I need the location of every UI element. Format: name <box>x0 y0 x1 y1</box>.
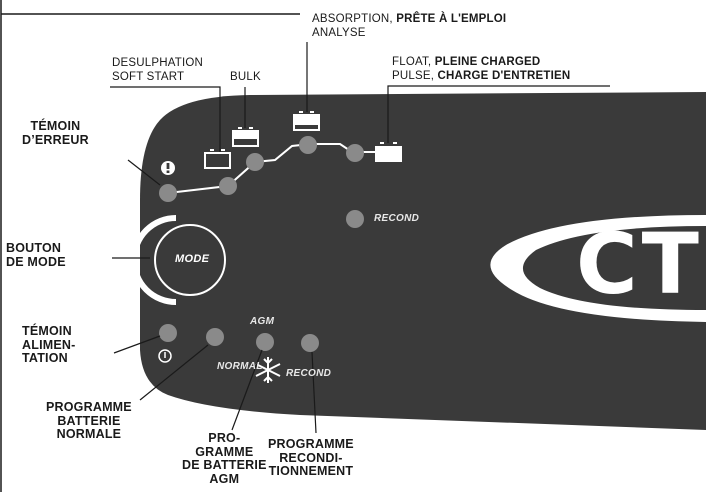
led-desulphation <box>219 177 237 195</box>
prog-recond-line-2: RECONDI- <box>279 450 343 465</box>
leader-error <box>127 159 161 186</box>
float-prefix: FLOAT, <box>392 56 435 68</box>
float-bold: PLEINE CHARGED <box>434 56 541 68</box>
led-float <box>346 144 364 162</box>
battery-icon <box>204 149 231 169</box>
prog-normale-line-3: NORMALE <box>56 427 122 441</box>
exclamation-circle-icon <box>161 161 175 175</box>
led-recond-top <box>346 210 364 228</box>
mode-button-ring[interactable] <box>154 224 226 296</box>
agm-label: AGM <box>250 316 275 327</box>
led-bulk <box>246 153 264 171</box>
led-agm <box>256 333 274 351</box>
led-normal <box>206 328 224 346</box>
pulse-bold: CHARGE D'ENTRETIEN <box>437 70 571 82</box>
float-label: FLOAT, PLEINE CHARGED <box>392 56 540 69</box>
leader-recond <box>311 351 317 434</box>
power-icon <box>158 349 172 363</box>
prog-recond-line-3: TIONNEMENT <box>268 464 354 478</box>
prog-agm-line-3: DE BATTERIE <box>182 458 267 472</box>
brand-logo-text: CT <box>576 215 703 313</box>
battery-icon <box>375 142 402 162</box>
bouton-mode-label: BOUTON DE MODE <box>6 241 66 269</box>
leader-desulphation <box>110 86 221 152</box>
led-recond-bottom <box>301 334 319 352</box>
absorption-label: ABSORPTION, PRÊTE À L'EMPLOI <box>312 13 506 26</box>
charger-panel <box>140 92 706 430</box>
pulse-label: PULSE, CHARGE D'ENTRETIEN <box>392 70 570 83</box>
battery-icon <box>293 111 320 131</box>
prog-agm-line-4: AGM <box>209 471 240 486</box>
temoin-alimentation-label: TÉMOIN ALIMEN- TATION <box>22 324 76 366</box>
pulse-prefix: PULSE, <box>392 70 438 82</box>
prog-normale-line-1: PROGRAMME <box>46 400 132 414</box>
desulphation-label: DESULPHATION <box>112 57 204 69</box>
soft-start-label: SOFT START <box>112 71 185 83</box>
normal-label: NORMAL <box>217 361 263 372</box>
prog-recond-line-1: PROGRAMME <box>268 437 354 451</box>
mode-button-label[interactable]: MODE <box>175 253 210 265</box>
temoin-erreur-line-2: D’ERREUR <box>22 132 89 147</box>
logo-swoosh <box>490 215 706 322</box>
analyse-label: ANALYSE <box>312 27 366 39</box>
led-error <box>159 184 177 202</box>
bulk-label: BULK <box>230 71 261 83</box>
leader-agm <box>231 349 263 431</box>
led-power <box>159 324 177 342</box>
snowflake-icon <box>255 357 281 383</box>
recond-top-label: RECOND <box>374 213 420 224</box>
led-absorption <box>299 136 317 154</box>
temoin-alim-line-1: TÉMOIN <box>22 324 72 338</box>
mode-arc <box>131 215 177 305</box>
absorption-prefix: ABSORPTION, <box>312 13 397 25</box>
bouton-mode-line-2: DE MODE <box>6 254 66 269</box>
battery-icon <box>232 127 259 147</box>
temoin-erreur-label: TÉMOIN D’ERREUR <box>22 119 89 147</box>
programme-recond-label: PROGRAMME RECONDI- TIONNEMENT <box>268 437 354 479</box>
temoin-alim-line-2: ALIMEN- <box>22 337 76 352</box>
leader-normal <box>139 344 209 401</box>
programme-agm-label: PRO- GRAMME DE BATTERIE AGM <box>182 431 267 486</box>
prog-normale-line-2: BATTERIE <box>57 413 121 428</box>
temoin-alim-line-3: TATION <box>22 351 68 365</box>
temoin-erreur-line-1: TÉMOIN <box>30 119 81 133</box>
programme-normale-label: PROGRAMME BATTERIE NORMALE <box>46 400 132 442</box>
leader-power <box>113 335 161 354</box>
prog-agm-line-1: PRO- <box>208 431 241 445</box>
recond-bottom-label: RECOND <box>286 368 332 379</box>
leader-float <box>387 85 610 143</box>
bouton-mode-line-1: BOUTON <box>6 241 62 255</box>
prog-agm-line-2: GRAMME <box>195 444 254 459</box>
absorption-bold: PRÊTE À L'EMPLOI <box>396 13 507 25</box>
